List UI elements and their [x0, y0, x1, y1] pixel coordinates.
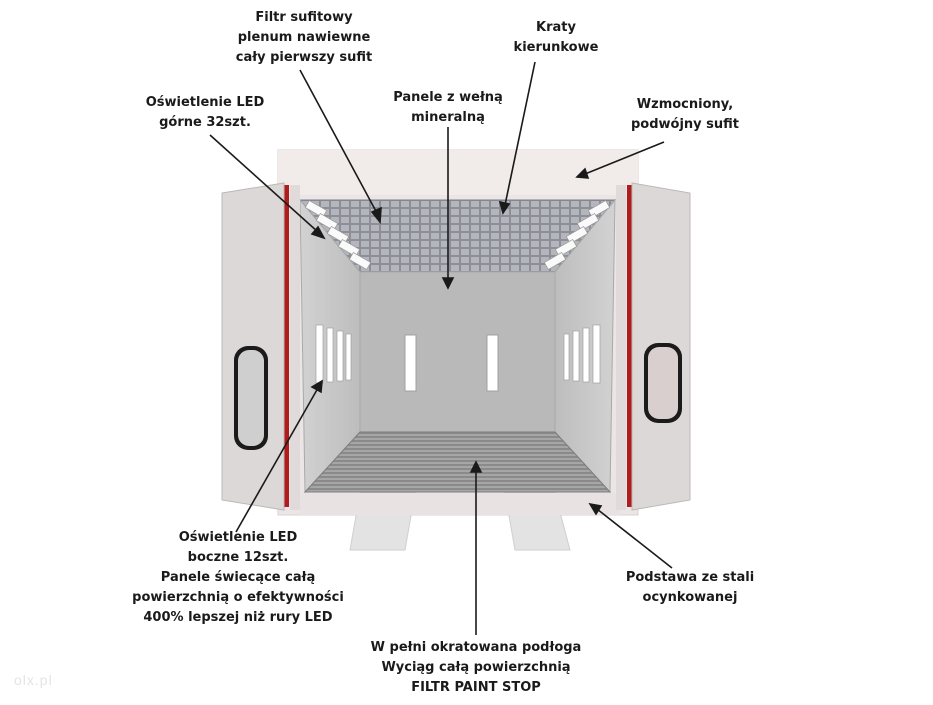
label-ceiling-reinforced-line: podwójny sufit	[630, 117, 740, 132]
label-wool-panels: Panele z wełną mineralną	[378, 88, 518, 128]
back-wall	[359, 271, 556, 433]
label-led-side-line: powierzchnią o efektywności	[132, 590, 344, 605]
label-ceiling-filter-line: cały pierwszy sufit	[235, 50, 373, 65]
label-led-top: Oświetlenie LED górne 32szt.	[130, 93, 280, 133]
label-led-top-line: górne 32szt.	[159, 115, 251, 130]
label-wool-panels-line: Panele z wełną	[393, 90, 503, 105]
label-base-line: Podstawa ze stali	[625, 570, 755, 585]
label-led-top-line: Oświetlenie LED	[145, 95, 265, 110]
left-frame	[290, 185, 300, 510]
led-back-left	[404, 334, 417, 392]
led-top-right	[543, 200, 611, 270]
led-side-left	[315, 324, 352, 384]
right-frame	[616, 185, 626, 510]
label-led-side-line: Oświetlenie LED	[178, 530, 298, 545]
label-grates-line: Kraty	[536, 20, 576, 35]
led-top-left	[304, 200, 372, 270]
led-side-right	[563, 324, 601, 384]
label-base: Podstawa ze stali ocynkowanej	[622, 568, 758, 608]
label-led-side-line: 400% lepszej niż rury LED	[143, 610, 333, 625]
label-floor-line: W pełni okratowana podłoga	[370, 640, 582, 655]
shell-ceiling	[278, 150, 638, 195]
base-front	[300, 493, 620, 515]
label-floor: W pełni okratowana podłoga Wyciąg całą p…	[358, 638, 594, 698]
label-base-line: ocynkowanej	[642, 590, 738, 605]
left-door-window-glass	[238, 350, 264, 446]
floor-grate	[303, 431, 612, 493]
label-led-side-line: boczne 12szt.	[187, 550, 289, 565]
label-ceiling-filter-line: Filtr sufitowy	[255, 10, 353, 25]
label-led-side-line: Panele świecące całą	[160, 570, 316, 585]
label-led-side: Oświetlenie LED boczne 12szt. Panele świ…	[118, 528, 358, 628]
left-seal	[284, 185, 289, 507]
label-wool-panels-line: mineralną	[411, 110, 485, 125]
label-ceiling-reinforced-line: Wzmocniony,	[636, 97, 734, 112]
label-floor-line: Wyciąg całą powierzchnią	[381, 660, 571, 675]
label-floor-line: FILTR PAINT STOP	[411, 680, 541, 695]
led-back-right	[486, 334, 499, 392]
label-grates: Kraty kierunkowe	[500, 18, 612, 58]
leader-arrows	[209, 61, 673, 635]
watermark-text: olx.pl	[14, 672, 53, 688]
label-ceiling-filter: Filtr sufitowy plenum nawiewne cały pier…	[220, 8, 388, 68]
label-ceiling-filter-line: plenum nawiewne	[237, 30, 371, 45]
right-seal	[627, 185, 632, 507]
right-door-window-glass	[648, 347, 678, 419]
label-grates-line: kierunkowe	[513, 40, 599, 55]
label-ceiling-reinforced: Wzmocniony, podwójny sufit	[612, 95, 758, 135]
